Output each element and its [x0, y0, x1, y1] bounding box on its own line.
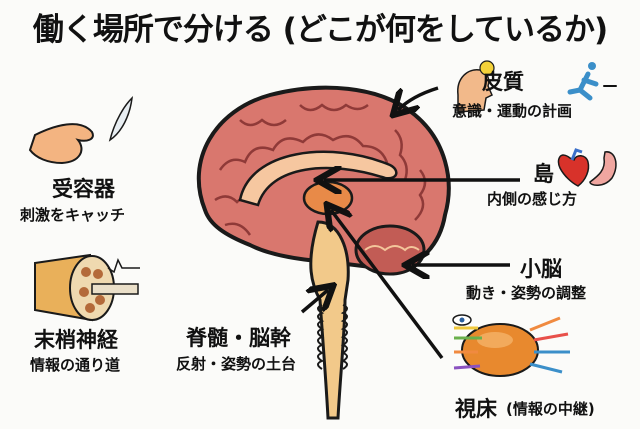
stomach-icon	[589, 151, 617, 186]
arrow-cortex	[398, 86, 439, 110]
running-person-icon	[567, 62, 617, 101]
thalamus-label: 視床	[455, 397, 497, 421]
cerebellum-desc: 動き・姿勢の調整	[466, 284, 587, 302]
receptor-label: 受容器	[52, 177, 115, 201]
relay-hub-icon	[452, 314, 570, 377]
hand-feather-icon	[28, 95, 133, 165]
cortex-desc: 意識・運動の計画	[452, 102, 573, 120]
peripheral-nerve-desc: 情報の通り道	[30, 356, 121, 374]
nerve-bundle-icon	[34, 253, 140, 322]
eye-icon	[452, 314, 472, 326]
arrow-thalamus	[331, 210, 444, 360]
cortex-label: 皮質	[482, 70, 524, 94]
spinal-brainstem-label: 脊髄・脳幹	[186, 326, 291, 350]
head-lightbulb-icon	[457, 60, 495, 113]
page-title: 働く場所で分ける (どこが何をしているか)	[32, 12, 608, 48]
heart-icon	[557, 148, 590, 187]
insula-desc: 内側の感じ方	[487, 190, 578, 208]
cerebellum-label: 小脳	[520, 257, 562, 281]
arrow-spinal	[300, 290, 328, 314]
spinal-brainstem-desc: 反射・姿勢の土台	[176, 355, 297, 373]
receptor-desc: 刺激をキャッチ	[20, 206, 126, 224]
insula-label: 島	[533, 162, 554, 186]
thalamus-desc: (情報の中継)	[506, 400, 595, 418]
peripheral-nerve-label: 末梢神経	[34, 328, 118, 352]
